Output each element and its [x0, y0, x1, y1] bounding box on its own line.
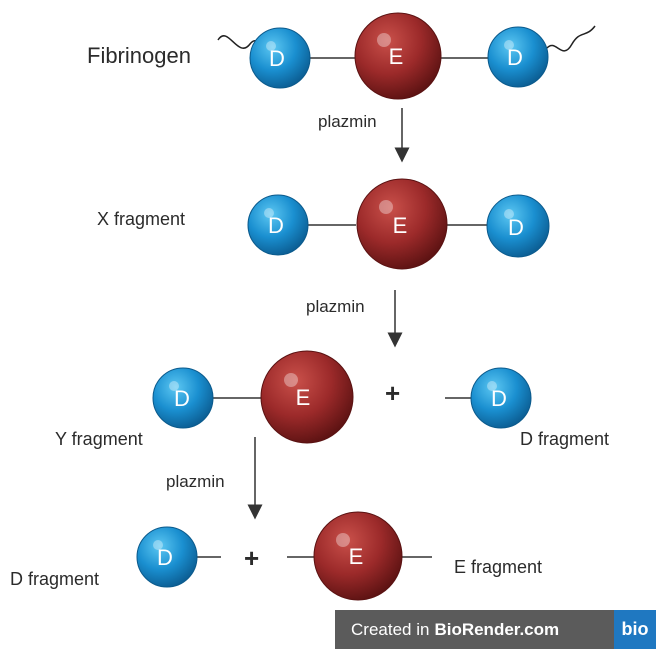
d-domain: D	[247, 194, 309, 256]
svg-text:D: D	[491, 386, 507, 411]
biorender-watermark[interactable]: Created in BioRender.com bio	[335, 610, 656, 649]
y-fragment-label: Y fragment	[55, 429, 143, 449]
fibrinogen-right-tail	[546, 25, 596, 52]
svg-text:D: D	[268, 213, 284, 238]
e-domain: E	[356, 178, 448, 270]
d-fragment-molecule: D	[445, 367, 532, 429]
d-fragment-label: D fragment	[520, 429, 609, 449]
plus-sign: +	[244, 543, 259, 573]
d-domain: D	[136, 526, 198, 588]
watermark-prefix: Created in	[351, 619, 430, 639]
e-domain: E	[260, 350, 354, 444]
svg-text:D: D	[174, 386, 190, 411]
e-fragment-label: E fragment	[454, 557, 542, 577]
svg-text:E: E	[349, 544, 364, 569]
fibrinogen-molecule: D E D	[217, 12, 596, 100]
x-fragment-molecule: D E D	[247, 178, 550, 270]
svg-text:D: D	[157, 545, 173, 570]
x-fragment-label: X fragment	[97, 209, 185, 229]
d-fragment-label: D fragment	[10, 569, 99, 589]
svg-text:D: D	[507, 45, 523, 70]
d-domain: D	[152, 367, 214, 429]
d-fragment-molecule: D	[136, 526, 221, 588]
plazmin-label: plazmin	[166, 472, 225, 491]
watermark-text: Created in BioRender.com	[335, 610, 614, 649]
plazmin-label: plazmin	[306, 297, 365, 316]
svg-text:D: D	[508, 215, 524, 240]
svg-text:E: E	[389, 44, 404, 69]
e-fragment-molecule: E	[287, 511, 432, 601]
e-domain: E	[354, 12, 442, 100]
plazmin-label: plazmin	[318, 112, 377, 131]
biorender-logo-icon: bio	[614, 610, 656, 649]
svg-text:E: E	[296, 385, 311, 410]
svg-text:E: E	[393, 213, 408, 238]
d-domain: D	[486, 194, 550, 258]
e-domain: E	[313, 511, 403, 601]
plus-sign: +	[385, 378, 400, 408]
watermark-brand: BioRender.com	[434, 619, 560, 639]
svg-text:D: D	[269, 46, 285, 71]
fibrinogen-label: Fibrinogen	[87, 43, 191, 68]
d-domain: D	[470, 367, 532, 429]
d-domain: D	[487, 26, 549, 88]
d-domain: D	[249, 27, 311, 89]
y-fragment-molecule: D E	[152, 350, 354, 444]
